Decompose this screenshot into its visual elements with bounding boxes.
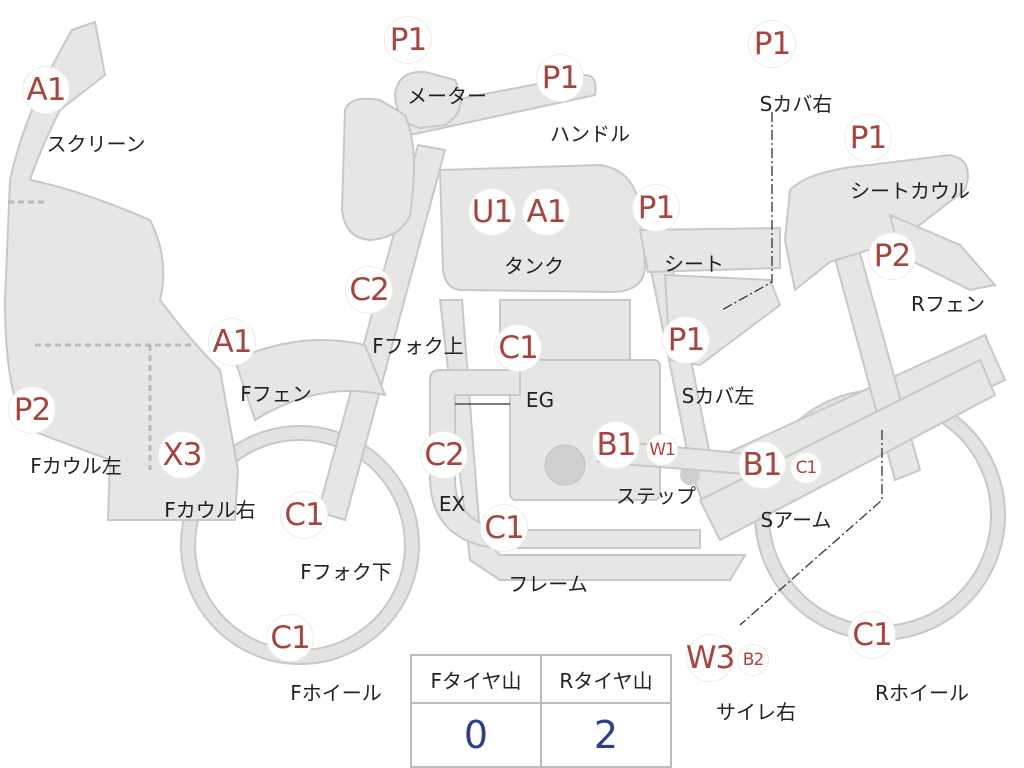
scover-right-label: Sカバ右 — [759, 92, 833, 116]
scover-right-leader-line — [721, 112, 773, 311]
tire-tread-table: Fタイヤ山 Rタイヤ山 0 2 — [410, 654, 672, 768]
front-fender-shape — [233, 339, 387, 422]
muffler-right-code-1: W3 — [686, 635, 735, 681]
muffler-right-code-2: B2 — [738, 645, 768, 675]
f-fender-label: Fフェン — [240, 382, 312, 406]
tank-code-2: A1 — [523, 189, 569, 235]
ex-code: C2 — [421, 432, 467, 478]
seat-code: P1 — [633, 185, 679, 231]
muffler-right-leader-line — [739, 430, 883, 626]
engine-shape — [509, 359, 661, 501]
seat-shape — [638, 226, 781, 274]
r-fender-label: Rフェン — [911, 292, 985, 316]
scover-left-label: Sカバ左 — [681, 384, 755, 408]
step-code-2: W1 — [647, 435, 677, 465]
s-arm-label: Sアーム — [760, 508, 832, 532]
r-wheel-code: C1 — [849, 612, 895, 658]
f-fork-lower-label: Fフォク下 — [300, 560, 392, 584]
headlight-shape — [340, 97, 415, 242]
eg-label: EG — [525, 388, 555, 412]
exhaust-shape — [429, 369, 701, 549]
handle-code: P1 — [537, 55, 583, 101]
seat-cowl-label: シートカウル — [850, 179, 970, 203]
rear-tire-header: Rタイヤ山 — [540, 654, 672, 704]
screen-label: スクリーン — [46, 132, 146, 156]
eg-code: C1 — [495, 325, 541, 371]
r-wheel-label: Rホイール — [875, 681, 969, 705]
front-cowl-shape — [3, 20, 240, 521]
meter-code: P1 — [385, 17, 431, 63]
handle-label: ハンドル — [550, 122, 630, 146]
ex-label: EX — [438, 492, 466, 516]
f-fork-lower-code: C1 — [281, 492, 327, 538]
f-cowl-right-label: Fカウル右 — [164, 498, 256, 522]
scover-right-code: P1 — [749, 21, 795, 67]
f-cowl-left-code: P2 — [9, 387, 55, 433]
meter-label: メーター — [407, 84, 487, 108]
f-cowl-left-label: Fカウル左 — [30, 454, 122, 478]
scover-left-code: P1 — [663, 317, 709, 363]
step-label: ステップ — [616, 484, 696, 508]
tire-table-value-row: 0 2 — [410, 702, 672, 768]
seat-cowl-shape — [783, 153, 969, 292]
muffler-shape — [698, 358, 997, 542]
s-arm-code-1: B1 — [739, 442, 785, 488]
rear-tire-value: 2 — [540, 702, 672, 768]
frame-label: フレーム — [508, 572, 588, 596]
f-fork-upper-code: C2 — [346, 267, 392, 313]
tire-table-header-row: Fタイヤ山 Rタイヤ山 — [410, 654, 672, 704]
screen-code: A1 — [23, 67, 69, 113]
seat-cowl-code: P1 — [845, 115, 891, 161]
muffler-right-label: サイレ右 — [716, 700, 796, 724]
s-arm-code-2: C1 — [791, 453, 821, 483]
seat-label: シート — [664, 252, 724, 276]
front-tire-value: 0 — [410, 702, 542, 768]
frame-code: C1 — [481, 505, 527, 551]
f-wheel-code: C1 — [267, 615, 313, 661]
f-fender-code: A1 — [209, 319, 255, 365]
r-fender-code: P2 — [869, 233, 915, 279]
front-tire-header: Fタイヤ山 — [410, 654, 542, 704]
tank-label: タンク — [504, 254, 564, 278]
tank-code-1: U1 — [469, 189, 515, 235]
f-cowl-right-code: X3 — [159, 432, 205, 478]
f-fork-upper-label: Fフォク上 — [372, 334, 464, 358]
step-code-1: B1 — [593, 422, 639, 468]
f-wheel-label: Fホイール — [290, 681, 382, 705]
